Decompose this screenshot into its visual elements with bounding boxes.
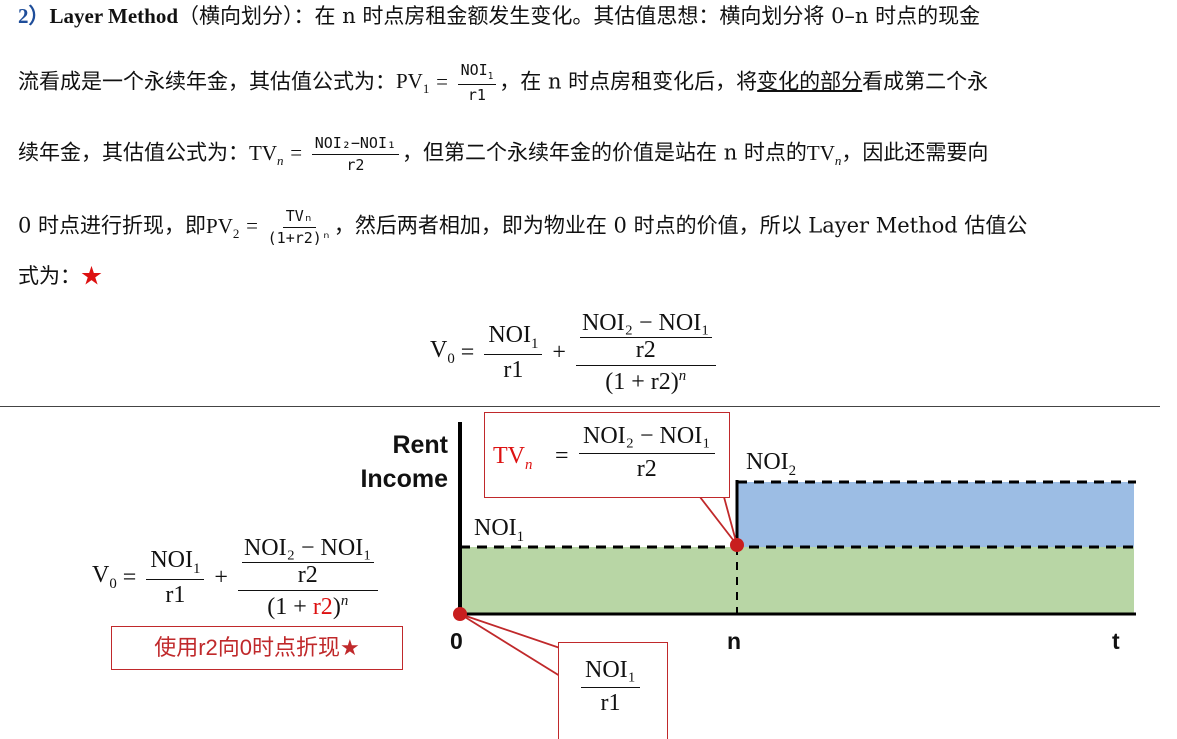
equals-sign: = [290,140,303,165]
para-text: ，因此还需要向 [841,140,989,165]
equals-sign: = [555,443,569,469]
para-text: 流看成是一个永续年金，其估值公式为： [18,69,396,94]
v0-symbol: V0 [430,337,455,368]
section-number: 2） [18,4,50,28]
para-text: 0 时点进行折现，即 [18,213,207,238]
v0-symbol: V0 [92,562,117,593]
equals-sign: = [122,564,137,591]
para-text: ，但第二个永续年金的价值是站在 n 时点的 [402,140,807,165]
para-text: 看成第二个永 [862,69,989,94]
equals-sign: = [460,339,475,366]
pv1-fraction: NOI₁ r1 [581,657,641,717]
method-name: Layer Method [49,4,179,28]
x-tick-n: n [727,628,742,654]
para-text: 式为： [18,264,81,288]
pv2-fraction: TVₙ(1+r2)ⁿ [267,207,331,247]
para-text: ，在 n 时点房租变化后，将 [499,69,758,94]
tvn-callout-pointer [698,496,738,546]
plus-sign: + [214,564,228,591]
y-axis-label: Rent Income [340,428,448,496]
tvn-symbol: TVn [493,443,533,473]
tvn-symbol: TVn [249,140,284,168]
y-axis-label-line1: Rent [392,431,448,459]
x-tick-t: t [1112,628,1120,654]
x-tick-0: 0 [450,628,463,654]
tvn-callout-box: TVn = NOI₂ − NOI₁ r2 [484,412,730,498]
para-text: ，然后两者相加，即为物业在 0 时点的价值，所以 Layer Method 估值… [333,213,1028,238]
pv2-symbol: PV2 [206,213,240,241]
underlined-text: 变化的部分 [757,69,863,94]
origin-point [453,607,467,621]
para-line-1: 2）Layer Method（横向划分）：在 n 时点房租金额发生变化。其估值思… [18,6,980,27]
noi1-level-label: NOI1 [474,515,525,545]
section-divider [0,406,1160,407]
noi1-area [460,547,1134,614]
para-line-4: 0 时点进行折现，即PV2 = TVₙ(1+r2)ⁿ，然后两者相加，即为物业在 … [18,208,1027,246]
plus-sign: + [552,339,566,366]
star-icon: ★ [81,264,102,288]
para-text: （横向划分）：在 n 时点房租金额发生变化。其估值思想：横向划分将 0–n 时点… [178,4,981,28]
y-axis-label-line2: Income [360,465,448,493]
equals-sign: = [246,213,258,238]
pv1-callout-box: NOI₁ r1 [558,642,668,739]
pv1-callout-pointer [459,613,561,678]
equals-sign: = [436,69,448,94]
tvn-inline: TVn [806,140,842,168]
tvn-fraction: NOI₂ − NOI₁ r2 [579,423,715,483]
noi2-level-label: NOI2 [746,449,797,479]
noi2-increment-area [737,482,1134,547]
para-text: 续年金，其估值公式为： [18,140,249,165]
para-line-5: 式为：★ [18,266,102,287]
pv1-symbol: PV1 [396,69,430,97]
tvn-point [730,538,744,552]
discount-note: 使用r2向0时点折现★ [111,626,403,670]
